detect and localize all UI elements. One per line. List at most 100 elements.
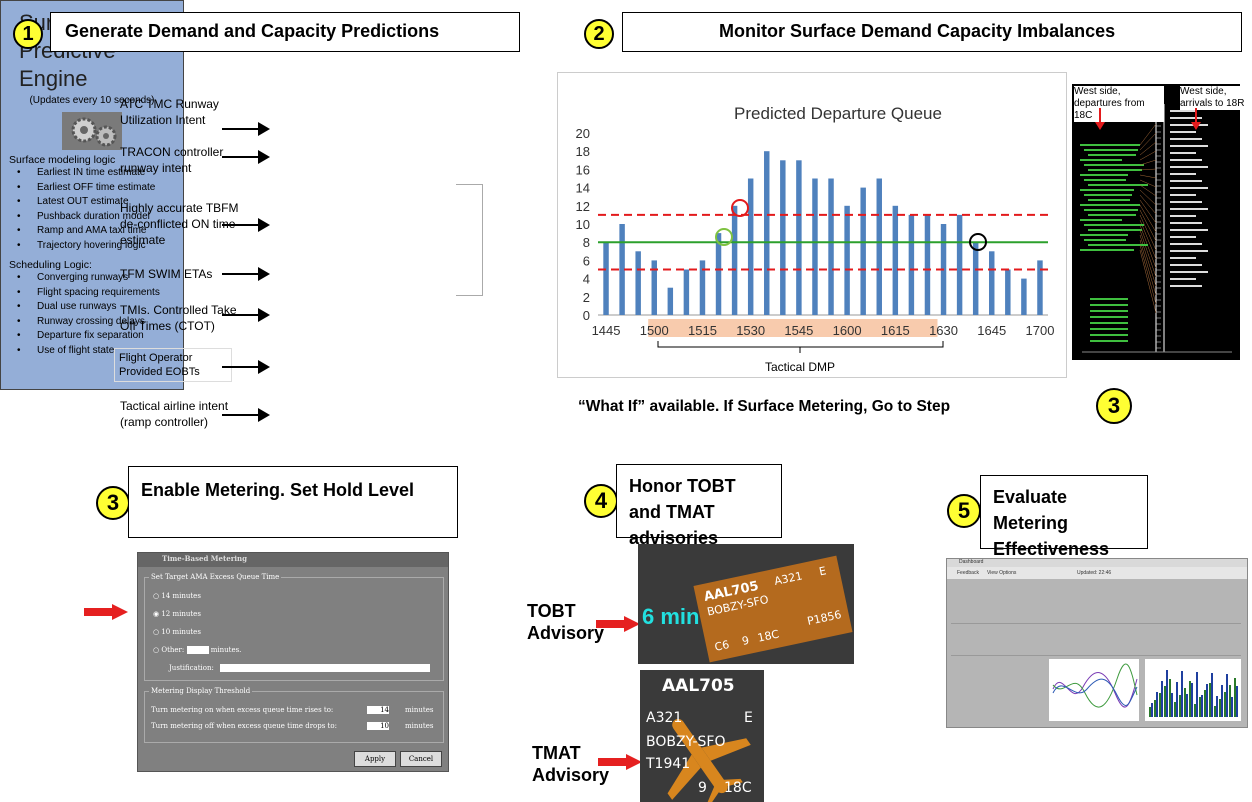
threshold-group: Metering Display Threshold Turn metering…	[144, 687, 444, 743]
chart-bar	[715, 233, 722, 315]
chart-bar	[747, 178, 754, 315]
departure-link	[1139, 214, 1157, 251]
chart-bar	[699, 260, 706, 315]
list-item: Flight spacing requirements	[17, 286, 175, 301]
other-unit: minutes.	[210, 646, 242, 654]
tag-p: P1856	[806, 608, 843, 628]
feedback-menu[interactable]: Feedback	[957, 570, 979, 576]
black-marker-circle	[969, 233, 987, 251]
dash-bar	[1221, 685, 1223, 717]
tag-aircraft: A321	[772, 569, 804, 588]
tactical-dmp-shade	[648, 319, 938, 337]
departure-entry	[1090, 322, 1128, 324]
chart-bar	[1005, 269, 1011, 315]
chart-bar	[1037, 260, 1043, 315]
list-item: Converging runways	[17, 271, 175, 286]
departure-entry	[1084, 164, 1144, 166]
radio-selected-icon[interactable]: ◉	[153, 610, 160, 618]
tobt-label-line: Advisory	[527, 623, 605, 643]
y-tick-label: 18	[576, 144, 590, 159]
step-5-badge: 5	[947, 494, 981, 528]
dash-bar	[1196, 672, 1198, 717]
arrival-entry	[1170, 250, 1208, 252]
dashboard-line-chart	[1049, 659, 1139, 721]
runway-display	[1080, 104, 1232, 353]
dash-bar	[1191, 683, 1193, 717]
departure-entry	[1080, 144, 1140, 146]
engine-subtitle: (Updates every 10 seconds)	[29, 95, 155, 106]
x-tick-label: 1530	[736, 323, 765, 338]
view-options-menu[interactable]: View Options	[987, 570, 1017, 576]
departure-link	[1139, 239, 1157, 296]
apply-button[interactable]: Apply	[354, 751, 396, 767]
arrival-entry	[1170, 131, 1196, 133]
airplane-icon	[667, 718, 751, 802]
option-label: 10 minutes	[161, 628, 201, 636]
dash-bar	[1219, 699, 1221, 717]
justification-input[interactable]	[220, 664, 431, 672]
departure-link	[1139, 249, 1157, 314]
step-4-badge: 4	[584, 484, 618, 518]
departure-entry	[1090, 334, 1128, 336]
option-14[interactable]: ○ 14 minutes	[153, 592, 201, 600]
list-item: Trajectory hovering logic	[17, 239, 175, 254]
radio-icon[interactable]: ○	[153, 628, 160, 636]
radio-icon[interactable]: ○	[153, 592, 160, 600]
step-5-title: Evaluate Metering Effectiveness	[980, 475, 1148, 559]
engine-title-line: Engine	[19, 66, 88, 91]
chart-bar	[731, 205, 738, 315]
step-2-title: Monitor Surface Demand Capacity Imbalanc…	[622, 12, 1242, 52]
runway-left-label: West side, departures from 18C	[1074, 86, 1164, 122]
scheduling-list: Converging runways Flight spacing requir…	[9, 271, 175, 358]
list-item: Earliest IN time estimate	[17, 166, 175, 181]
departure-entry	[1084, 224, 1144, 226]
departure-link	[1139, 209, 1157, 242]
departure-entry	[1088, 154, 1136, 156]
radio-icon[interactable]: ○	[153, 646, 160, 654]
x-tick-label: 1500	[640, 323, 669, 338]
departure-entry	[1090, 298, 1128, 300]
dash-bar	[1226, 674, 1228, 717]
arrival-entry	[1170, 124, 1208, 126]
tmat-callsign: AAL705	[662, 676, 735, 696]
option-10[interactable]: ○ 10 minutes	[153, 628, 201, 636]
departure-link	[1139, 224, 1157, 269]
dash-bar	[1206, 684, 1208, 717]
dash-bar	[1201, 695, 1203, 717]
arrival-entry	[1170, 110, 1196, 112]
tobt-minutes: 6 min	[642, 604, 700, 629]
cancel-button[interactable]: Cancel	[400, 751, 442, 767]
departure-entry	[1084, 149, 1138, 151]
departure-entry	[1080, 219, 1122, 221]
metering-off-label: Turn metering off when excess queue time…	[151, 722, 337, 730]
y-tick-label: 20	[576, 126, 590, 141]
metering-off-input[interactable]: 10	[367, 722, 389, 730]
dash-bar	[1171, 693, 1173, 717]
x-tick-label: 1545	[784, 323, 813, 338]
departure-link	[1139, 194, 1157, 215]
input-arrow	[222, 150, 270, 164]
arrival-entry	[1170, 201, 1202, 203]
chart-bar	[908, 214, 915, 315]
dashboard-bar-chart	[1145, 659, 1241, 721]
other-minutes-input[interactable]	[186, 646, 209, 654]
x-tick-label: 1700	[1026, 323, 1055, 338]
departure-entry	[1080, 189, 1134, 191]
what-if-text: “What If” available. If Surface Metering…	[578, 398, 951, 415]
list-item: Pushback duration model	[17, 210, 175, 225]
option-12[interactable]: ◉ 12 minutes	[153, 610, 201, 618]
dash-bar	[1174, 702, 1176, 717]
metering-on-input[interactable]: 14	[367, 706, 389, 714]
tmat-label: TMAT Advisory	[532, 742, 609, 786]
departure-entry	[1084, 194, 1132, 196]
y-tick-label: 0	[583, 308, 590, 323]
arrival-entry	[1170, 152, 1196, 154]
chart-bar	[619, 224, 625, 315]
dash-bar	[1211, 673, 1213, 717]
departure-entry	[1084, 239, 1126, 241]
dash-bar	[1164, 686, 1166, 717]
chart-bar	[876, 178, 882, 315]
chart-bar	[780, 160, 786, 315]
x-tick-label: 1615	[881, 323, 910, 338]
option-other[interactable]: ○ Other: minutes.	[153, 646, 241, 654]
